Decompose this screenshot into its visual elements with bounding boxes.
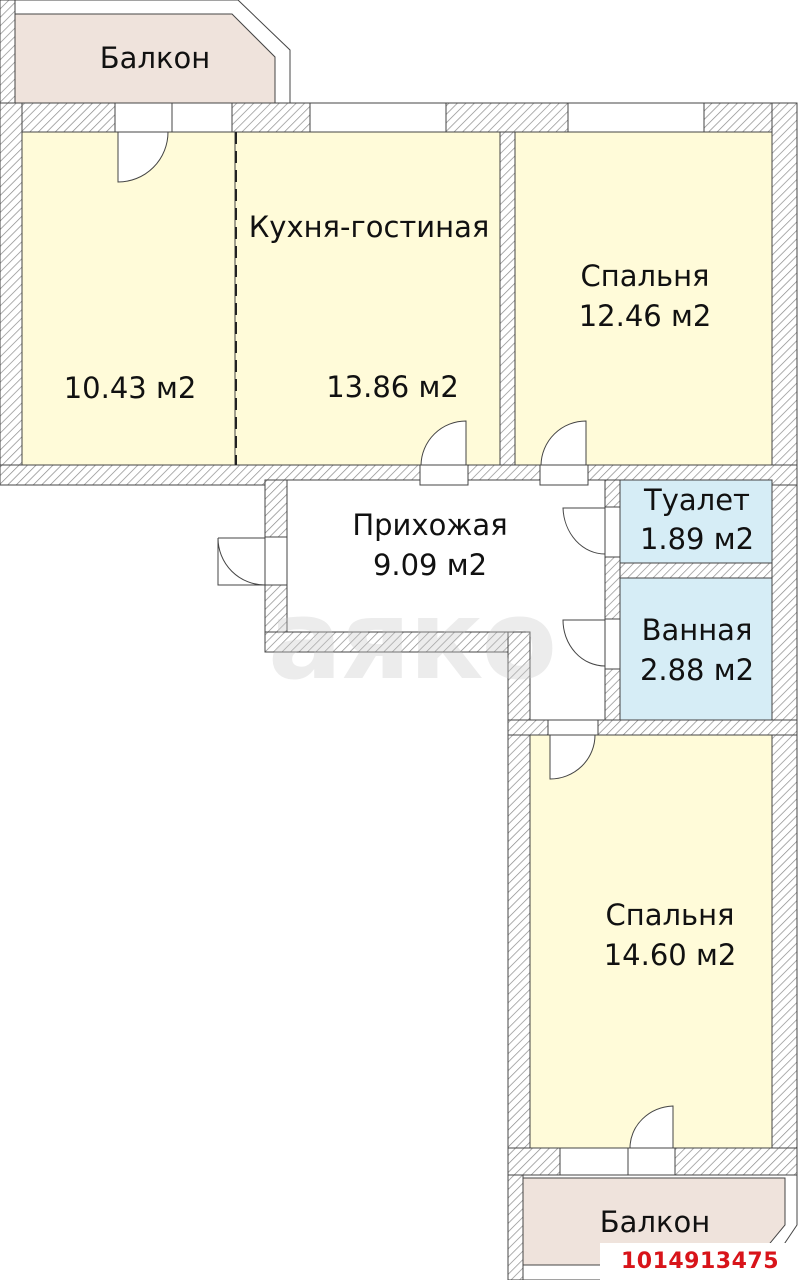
room-area: 9.09 м2 — [372, 548, 488, 582]
room-label-toilet: Туалет 1.89 м2 — [622, 481, 772, 559]
room-label-balcony-bottom: Балкон — [560, 1202, 750, 1242]
room-area: 10.43 м2 — [63, 371, 197, 405]
room-label-balcony-top: Балкон — [60, 38, 250, 78]
door-swing-icon — [540, 420, 587, 466]
room-hallway — [286, 479, 606, 721]
room-label-bathroom: Ванная 2.88 м2 — [622, 610, 772, 690]
room-name: Прихожая — [352, 508, 508, 542]
room-name: Ванная — [641, 613, 753, 647]
door-swing-icon — [629, 1105, 674, 1149]
room-label-kitchen-name: Кухня-гостиная — [238, 207, 500, 247]
room-name: Спальня — [605, 898, 735, 932]
room-bedroom-1 — [514, 131, 773, 466]
room-name: Туалет — [644, 483, 750, 517]
door-swing-icon — [562, 507, 606, 555]
room-living-left — [21, 131, 236, 466]
room-name: Спальня — [580, 259, 710, 293]
room-name: Балкон — [99, 41, 211, 75]
listing-id: 1014913475 — [600, 1243, 800, 1280]
door-swing-icon — [420, 420, 467, 466]
door-swing-icon — [549, 734, 596, 780]
door-swing-icon — [117, 131, 169, 183]
room-area: 1.89 м2 — [639, 522, 755, 556]
room-label-bedroom-2: Спальня 14.60 м2 — [565, 895, 775, 975]
room-toilet — [619, 479, 773, 564]
door-swing-icon — [562, 619, 606, 667]
balcony-top-left-wall — [0, 0, 16, 104]
door-swing-icon — [217, 537, 266, 586]
room-area: 12.46 м2 — [578, 299, 712, 333]
balcony-top — [0, 0, 291, 104]
rooms — [21, 131, 773, 1149]
room-label-hallway: Прихожая 9.09 м2 — [330, 505, 530, 585]
room-name: Балкон — [599, 1205, 711, 1239]
room-bathroom — [619, 577, 773, 721]
room-label-kitchen-area: 13.86 м2 — [290, 367, 495, 407]
doors — [117, 131, 674, 1149]
room-name: Кухня-гостиная — [248, 210, 490, 244]
room-label-living-left: 10.43 м2 — [30, 368, 230, 408]
room-area: 2.88 м2 — [639, 653, 755, 687]
room-area: 14.60 м2 — [603, 938, 737, 972]
watermark: аяко — [268, 576, 557, 704]
room-kitchen-living — [234, 131, 501, 466]
room-bedroom-2 — [529, 734, 773, 1149]
room-label-bedroom-1: Спальня 12.46 м2 — [540, 256, 750, 336]
room-area: 13.86 м2 — [326, 370, 459, 404]
